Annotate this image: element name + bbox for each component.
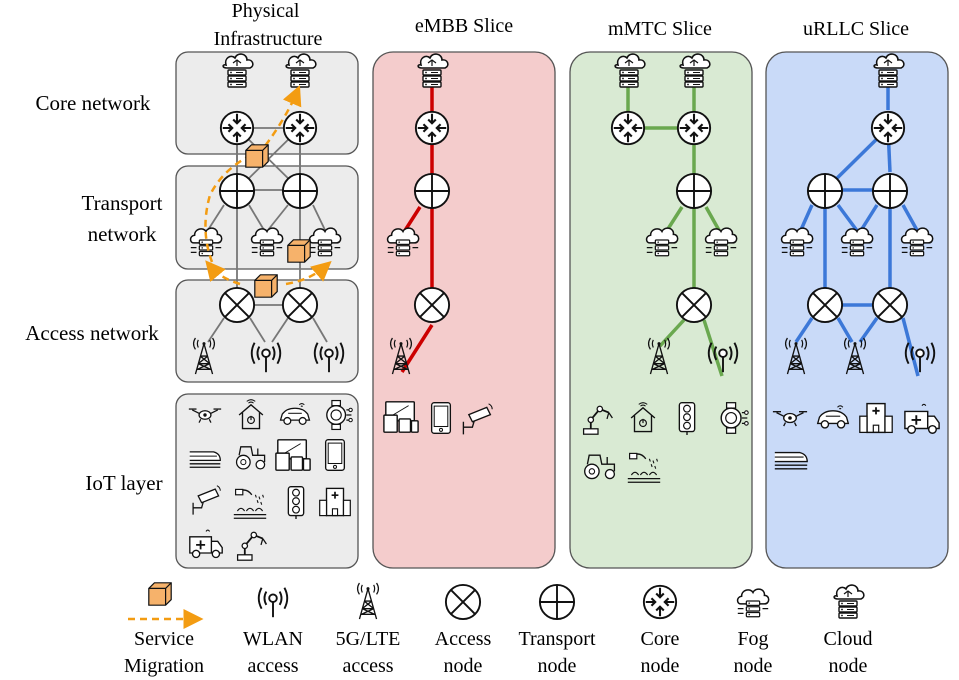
urllc-slice — [765, 51, 949, 569]
legend-label-2: node — [641, 655, 680, 677]
access-node-icon — [413, 286, 451, 324]
fog-node-icon — [736, 588, 770, 618]
cloud-node-icon — [833, 584, 865, 619]
physical-title-line2: Infrastructure — [214, 28, 323, 50]
core-node-icon — [282, 110, 318, 146]
legend-wlan: WLAN access — [243, 586, 303, 677]
service-migration-icon — [287, 239, 311, 263]
transport-node-icon — [218, 172, 256, 210]
row-label-transport-1: Transport — [82, 191, 163, 215]
legend-label-1: Service — [134, 628, 194, 650]
core-layer-box — [175, 51, 359, 155]
access-node-icon — [806, 286, 844, 324]
physical-title-line1: Physical — [232, 0, 300, 22]
iot-layer-box — [175, 393, 359, 569]
legend-label-1: Transport — [518, 628, 595, 650]
transport-node-icon — [281, 172, 319, 210]
multi-device-icon — [275, 439, 311, 471]
urllc-slice-panel — [765, 51, 949, 569]
core-node-icon — [642, 584, 678, 620]
transport-node-icon — [538, 583, 576, 621]
transport-node-icon — [413, 172, 451, 210]
physical-infrastructure — [175, 51, 359, 569]
smartphone-icon — [430, 401, 452, 435]
urllc-slice-title: uRLLC Slice — [803, 18, 909, 40]
legend-fog-node: Fog node — [734, 588, 773, 677]
service-migration-path — [204, 85, 332, 286]
embb-slice-title: eMBB Slice — [415, 15, 513, 37]
legend-core-node: Core node — [641, 584, 680, 677]
wlan-icon — [257, 586, 289, 619]
core-node-icon — [870, 110, 906, 146]
multi-device-icon — [383, 401, 419, 433]
legend-label-2: node — [829, 655, 868, 677]
transport-node-icon — [806, 172, 844, 210]
legend-access-node: Access node — [435, 583, 492, 677]
access-node-icon — [281, 286, 319, 324]
legend-label-2: access — [342, 655, 393, 677]
service-migration-icon — [254, 274, 278, 298]
legend-label-2: node — [538, 655, 577, 677]
core-node-icon — [610, 110, 646, 146]
legend-label-1: Core — [641, 628, 680, 650]
row-label-core: Core network — [36, 91, 151, 115]
legend-label-2: Migration — [124, 655, 204, 677]
service-migration-icon — [148, 582, 172, 606]
mmtc-slice — [569, 51, 753, 569]
legend: Service Migration WLAN access 5G/LTE acc… — [124, 582, 873, 677]
tower-icon — [356, 582, 380, 620]
row-label-iot: IoT layer — [85, 471, 162, 495]
core-node-icon — [414, 110, 450, 146]
legend-label-1: Fog — [737, 628, 768, 650]
legend-service-migration: Service Migration — [124, 582, 204, 677]
core-node-icon — [676, 110, 712, 146]
legend-label-1: Access — [435, 628, 492, 650]
legend-label-2: access — [247, 655, 298, 677]
transport-node-icon — [675, 172, 713, 210]
mmtc-slice-title: mMTC Slice — [608, 18, 712, 40]
traffic-light-icon — [678, 401, 696, 436]
embb-slice — [372, 51, 556, 569]
legend-label-2: node — [444, 655, 483, 677]
row-label-transport-2: network — [88, 222, 157, 246]
legend-5g-lte: 5G/LTE access — [336, 582, 401, 677]
transport-node-icon — [871, 172, 909, 210]
legend-label-1: Cloud — [824, 628, 873, 650]
service-migration-icon — [245, 144, 269, 168]
embb-slice-panel — [372, 51, 556, 569]
access-node-icon — [871, 286, 909, 324]
legend-label-1: 5G/LTE — [336, 628, 401, 650]
legend-label-1: WLAN — [243, 628, 303, 650]
legend-label-2: node — [734, 655, 773, 677]
smartphone-icon — [324, 438, 346, 472]
legend-transport-node: Transport node — [518, 583, 596, 677]
traffic-light-icon — [287, 485, 305, 520]
access-node-icon — [218, 286, 256, 324]
row-label-access: Access network — [25, 321, 159, 345]
access-node-icon — [675, 286, 713, 324]
access-node-icon — [444, 583, 482, 621]
core-node-icon — [219, 110, 255, 146]
legend-cloud-node: Cloud node — [824, 584, 873, 677]
physical-infrastructure-title: Physical Infrastructure — [214, 0, 323, 50]
